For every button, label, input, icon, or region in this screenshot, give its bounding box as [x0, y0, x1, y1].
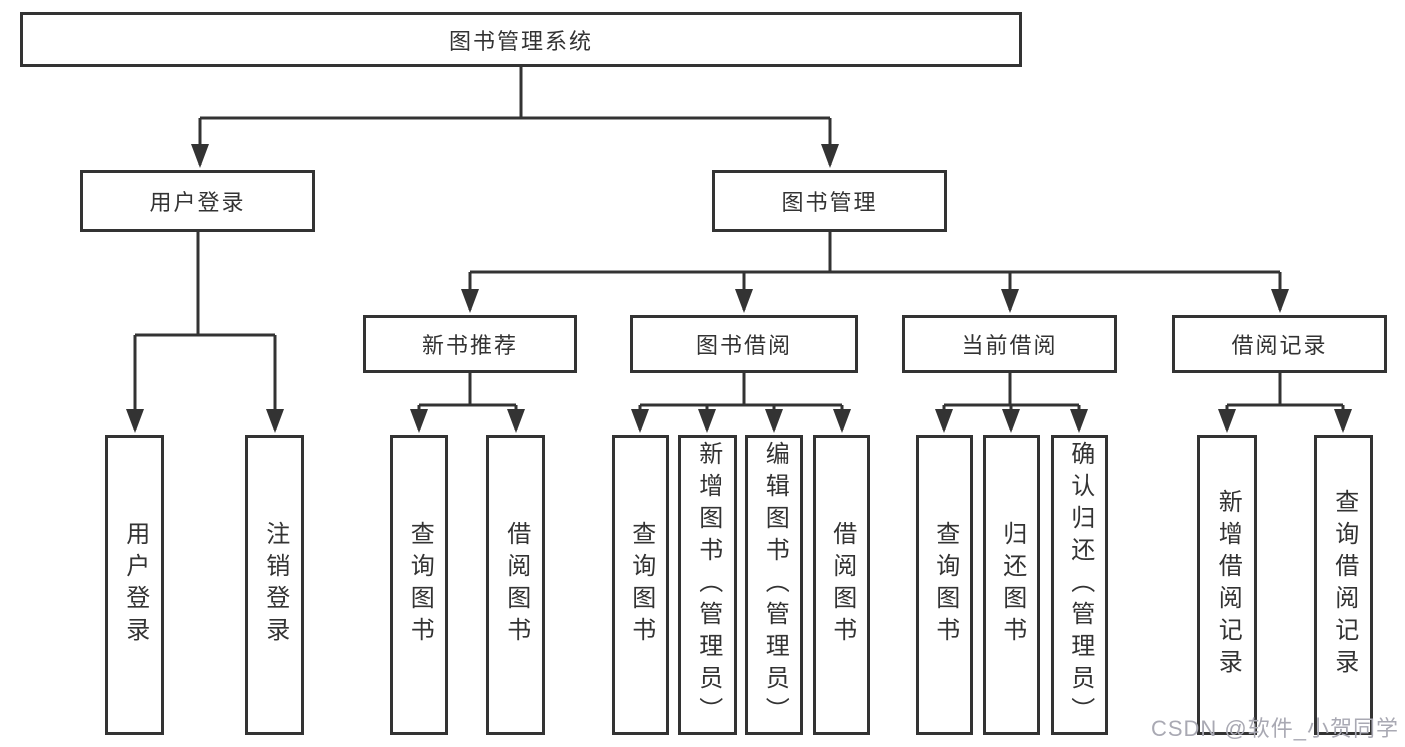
node-leaf-query-books-borrowing-label: 查询图书	[627, 521, 655, 649]
node-leaf-query-borrow-record-label: 查询借阅记录	[1330, 489, 1358, 681]
node-leaf-query-borrow-record: 查询借阅记录	[1314, 435, 1373, 735]
node-leaf-confirm-return-admin: 确认归还（管理员）	[1051, 435, 1108, 735]
node-leaf-confirm-return-admin-label: 确认归还（管理员）	[1066, 441, 1094, 729]
node-leaf-borrow-books-recommend: 借阅图书	[486, 435, 545, 735]
node-leaf-logout: 注销登录	[245, 435, 304, 735]
node-leaf-edit-book-admin-label: 编辑图书（管理员）	[761, 441, 789, 729]
node-user-login: 用户登录	[80, 170, 315, 232]
node-leaf-add-borrow-record: 新增借阅记录	[1197, 435, 1257, 735]
node-root: 图书管理系统	[20, 12, 1022, 67]
node-leaf-borrow-books-recommend-label: 借阅图书	[502, 521, 530, 649]
node-user-login-label: 用户登录	[149, 190, 246, 215]
node-new-book-recommendation: 新书推荐	[363, 315, 577, 373]
node-current-borrowing: 当前借阅	[902, 315, 1117, 373]
node-book-borrowing-label: 图书借阅	[695, 333, 792, 358]
node-leaf-borrow-books: 借阅图书	[813, 435, 870, 735]
node-leaf-query-books-borrowing: 查询图书	[612, 435, 669, 735]
node-leaf-user-login: 用户登录	[105, 435, 164, 735]
node-leaf-query-books-recommend-label: 查询图书	[406, 521, 434, 649]
node-borrowing-records-label: 借阅记录	[1231, 333, 1328, 358]
node-leaf-return-books: 归还图书	[983, 435, 1040, 735]
node-leaf-query-books-current: 查询图书	[916, 435, 973, 735]
node-leaf-edit-book-admin: 编辑图书（管理员）	[745, 435, 803, 735]
node-current-borrowing-label: 当前借阅	[961, 333, 1058, 358]
node-leaf-add-borrow-record-label: 新增借阅记录	[1214, 489, 1242, 681]
node-leaf-add-book-admin: 新增图书（管理员）	[678, 435, 737, 735]
node-leaf-logout-label: 注销登录	[261, 521, 289, 649]
node-leaf-user-login-label: 用户登录	[121, 521, 149, 649]
node-leaf-return-books-label: 归还图书	[998, 521, 1026, 649]
node-new-book-recommendation-label: 新书推荐	[421, 333, 518, 358]
node-leaf-query-books-current-label: 查询图书	[931, 521, 959, 649]
node-leaf-borrow-books-label: 借阅图书	[828, 521, 856, 649]
node-leaf-query-books-recommend: 查询图书	[390, 435, 448, 735]
node-book-management-label: 图书管理	[781, 190, 878, 215]
node-book-borrowing: 图书借阅	[630, 315, 858, 373]
node-borrowing-records: 借阅记录	[1172, 315, 1387, 373]
node-book-management: 图书管理	[712, 170, 947, 232]
node-root-label: 图书管理系统	[448, 28, 593, 54]
node-leaf-add-book-admin-label: 新增图书（管理员）	[694, 441, 722, 729]
